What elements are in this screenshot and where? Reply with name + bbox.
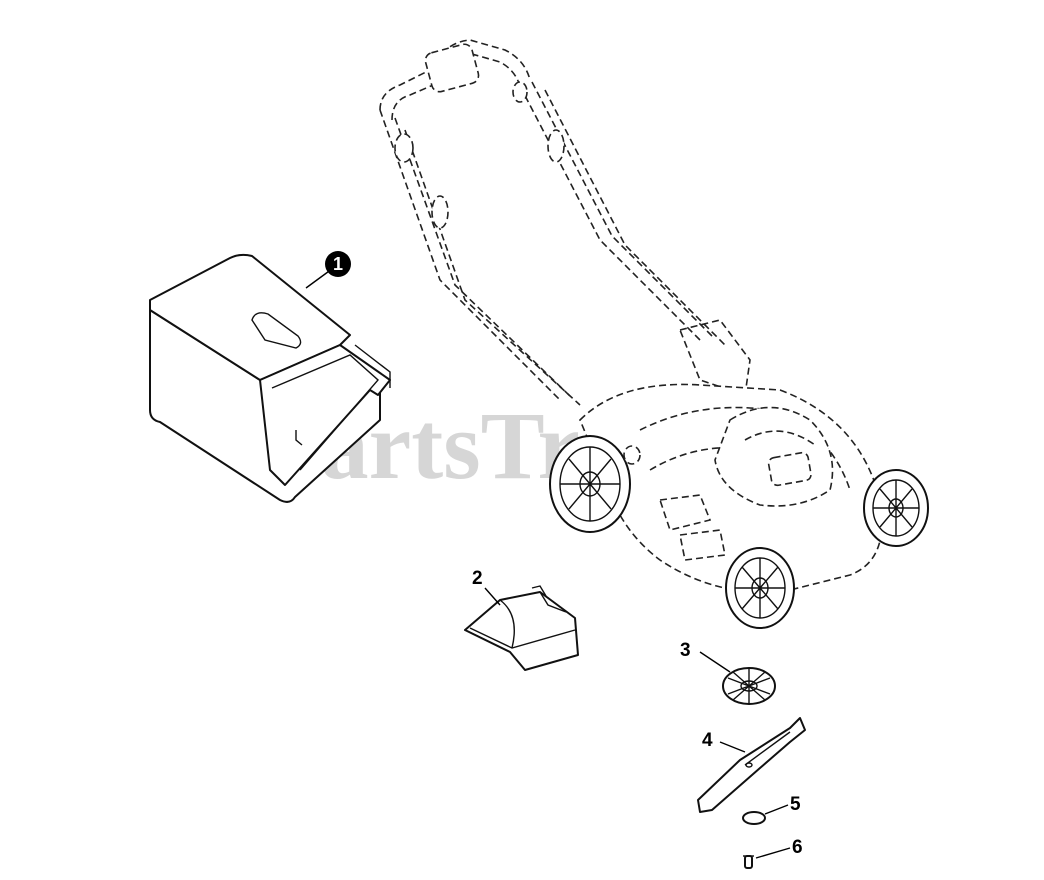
callout-6-label: 6 [792, 837, 803, 858]
callout-5[interactable]: 5 [764, 794, 801, 815]
callout-2[interactable]: 2 [472, 568, 501, 606]
front-right-wheel [863, 469, 929, 547]
callout-1-label: 1 [333, 254, 343, 274]
callout-3[interactable]: 3 [680, 640, 731, 673]
lawn-mower-outline [379, 39, 929, 629]
callout-6[interactable]: 6 [755, 837, 803, 859]
discharge-plug-part[interactable] [464, 585, 579, 671]
callout-3-label: 3 [680, 640, 691, 661]
callout-5-label: 5 [790, 794, 801, 815]
callout-4[interactable]: 4 [702, 730, 746, 753]
blade-part[interactable] [697, 717, 806, 813]
callout-2-label: 2 [472, 568, 483, 589]
fan-part[interactable] [722, 667, 776, 705]
grass-bag-part[interactable] [149, 253, 391, 503]
washer-part[interactable] [742, 811, 766, 825]
bolt-part[interactable] [743, 855, 754, 869]
front-left-wheel [725, 547, 795, 629]
callout-1[interactable]: 1 [305, 251, 351, 289]
rear-left-wheel [549, 435, 631, 533]
callout-4-label: 4 [702, 730, 713, 751]
